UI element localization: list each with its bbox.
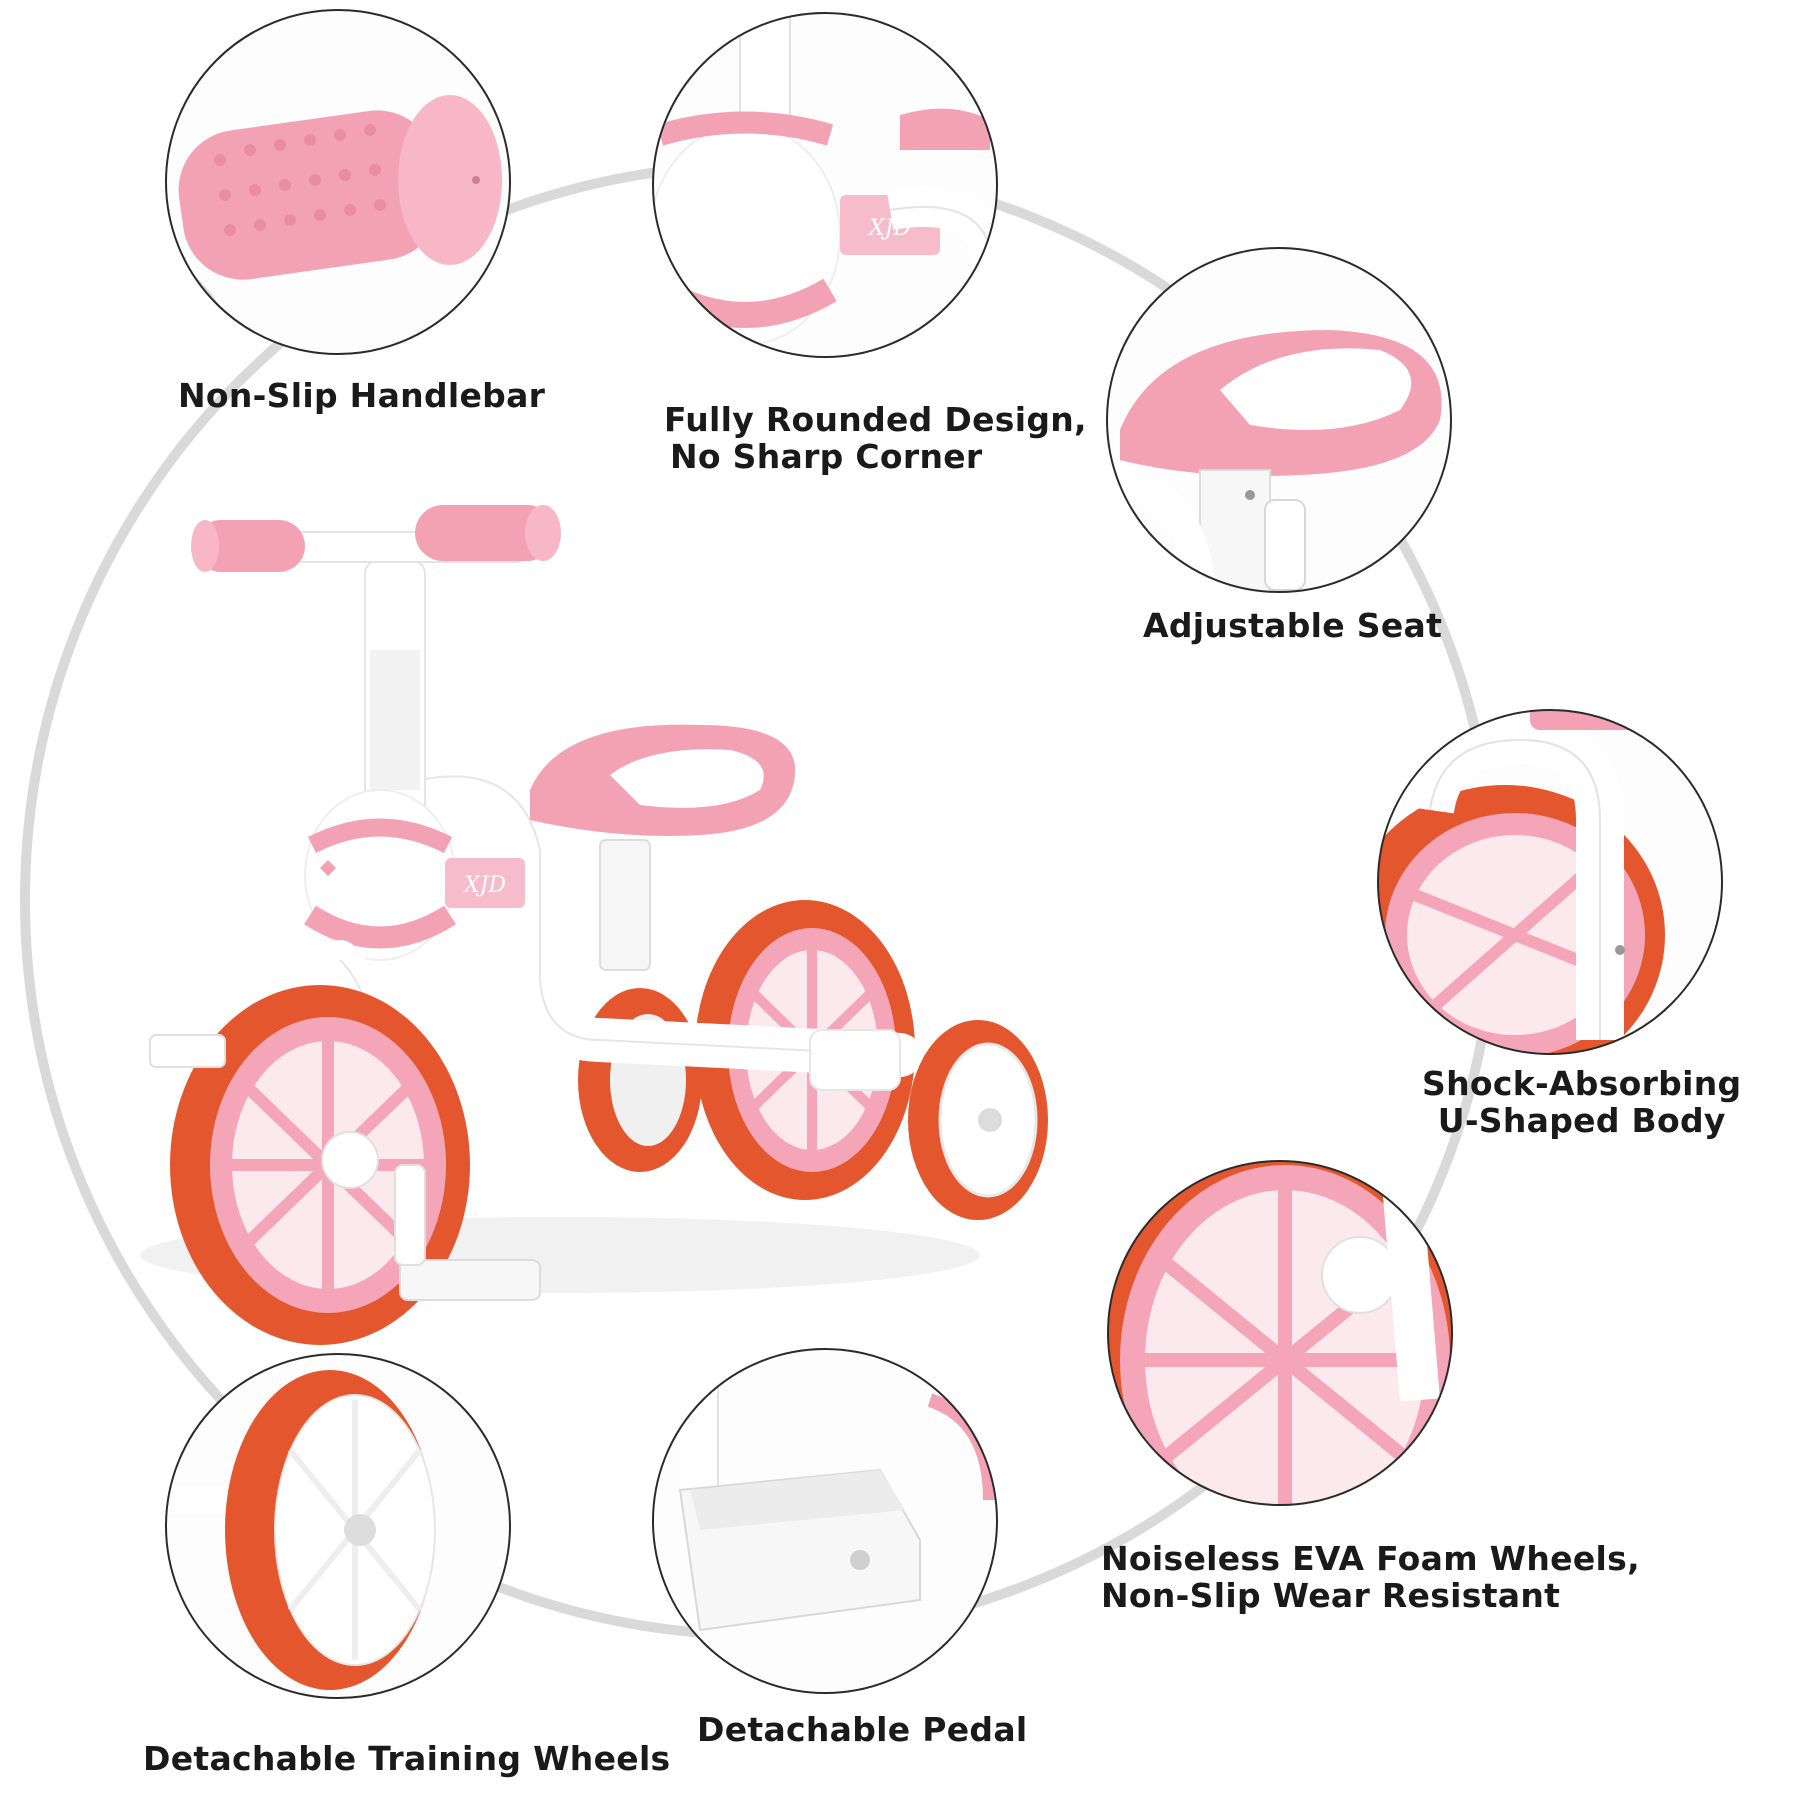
rear-wheel-left xyxy=(578,988,702,1172)
balance-bike-image: XJD xyxy=(140,505,1048,1345)
feature-label-eva-wheels: Noiseless EVA Foam Wheels, Non-Slip Wear… xyxy=(1101,1540,1640,1614)
training-wheel-detail-image xyxy=(166,1354,510,1698)
rounded-design-detail-image: XJD xyxy=(653,13,997,357)
feature-label-line: Non-Slip Handlebar xyxy=(178,376,546,415)
feature-label-u-shaped-body: Shock-Absorbing U-Shaped Body xyxy=(1422,1065,1741,1139)
feature-label-line: Adjustable Seat xyxy=(1143,606,1443,645)
feature-label-line: No Sharp Corner xyxy=(670,437,983,476)
feature-label-line: U-Shaped Body xyxy=(1437,1101,1726,1140)
feature-label-training-wheels: Detachable Training Wheels xyxy=(143,1740,671,1777)
seat-detail-image xyxy=(1107,248,1451,592)
u-shaped-body-detail-image xyxy=(1378,710,1722,1054)
feature-label-line: Fully Rounded Design, xyxy=(664,400,1087,439)
feature-label-handlebar: Non-Slip Handlebar xyxy=(178,377,545,414)
feature-label-line: Non-Slip Wear Resistant xyxy=(1101,1576,1561,1615)
feature-label-pedal: Detachable Pedal xyxy=(697,1711,1028,1748)
feature-label-rounded-design: Fully Rounded Design, No Sharp Corner xyxy=(664,401,1087,475)
feature-label-line: Detachable Pedal xyxy=(697,1710,1028,1749)
feature-label-line: Detachable Training Wheels xyxy=(143,1739,671,1778)
handlebar-detail-image xyxy=(166,10,510,354)
feature-label-line: Shock-Absorbing xyxy=(1422,1064,1742,1103)
brand-logo-text: XJD xyxy=(462,873,506,898)
eva-wheel-detail-image xyxy=(1108,1161,1452,1505)
training-wheel-right xyxy=(908,1020,1048,1220)
feature-label-line: Noiseless EVA Foam Wheels, xyxy=(1101,1539,1640,1578)
feature-label-seat: Adjustable Seat xyxy=(1143,607,1442,644)
